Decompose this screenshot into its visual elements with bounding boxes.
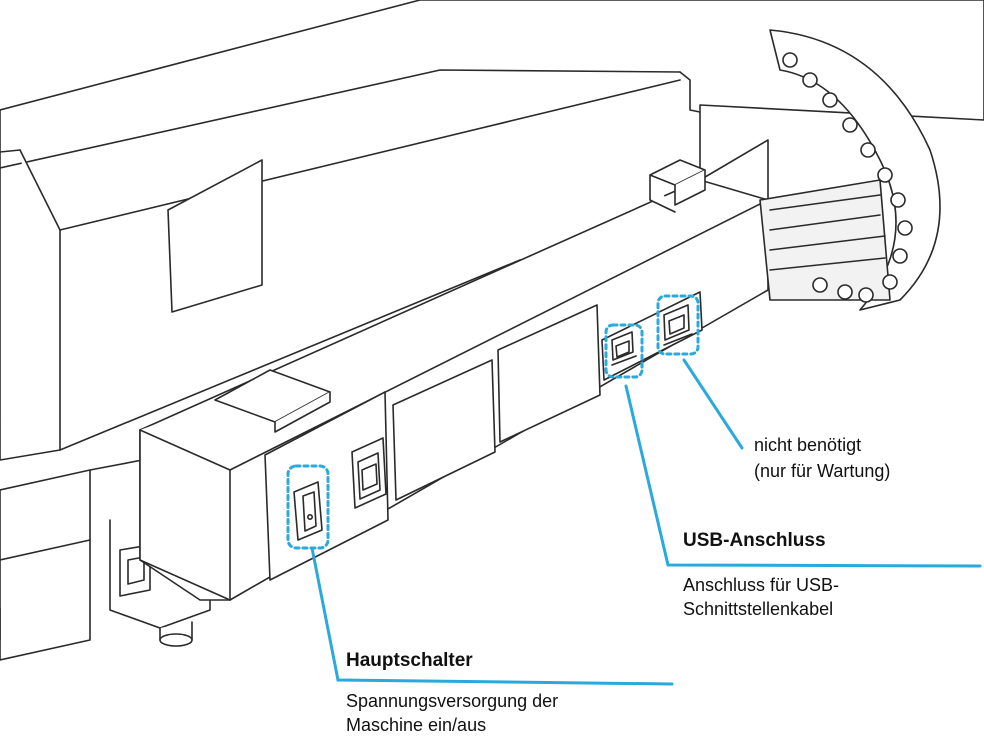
printer-upper-housing xyxy=(0,0,984,461)
maintenance-port-description-line2: (nur für Wartung) xyxy=(754,461,891,481)
main-switch-leader-line xyxy=(310,546,674,686)
maintenance-port[interactable] xyxy=(663,304,693,346)
usb-port-title: USB-Anschluss xyxy=(683,530,826,551)
cable-chain-carrier xyxy=(759,29,941,311)
usb-port[interactable] xyxy=(611,331,637,366)
housing-panel-square xyxy=(0,0,1,1)
usb-port-highlight xyxy=(604,323,644,379)
main-switch[interactable] xyxy=(293,481,323,541)
maintenance-port-description-line1: nicht benötigt xyxy=(754,435,862,455)
main-switch-highlight xyxy=(286,464,330,550)
main-switch-description-line2: Maschine ein/aus xyxy=(346,715,487,735)
maintenance-port-highlight xyxy=(656,294,700,356)
usb-port-description-line1: Anschluss für USB- xyxy=(683,575,840,595)
usb-port-leader-line xyxy=(624,384,982,568)
power-inlet xyxy=(351,437,387,509)
main-switch-title: Hauptschalter xyxy=(346,650,473,671)
maintenance-port-leader-line xyxy=(682,358,744,450)
usb-port-description-line2: Schnittstellenkabel xyxy=(683,599,834,619)
housing-panel xyxy=(167,159,263,313)
main-switch-description-line1: Spannungsversorgung der xyxy=(346,691,559,711)
